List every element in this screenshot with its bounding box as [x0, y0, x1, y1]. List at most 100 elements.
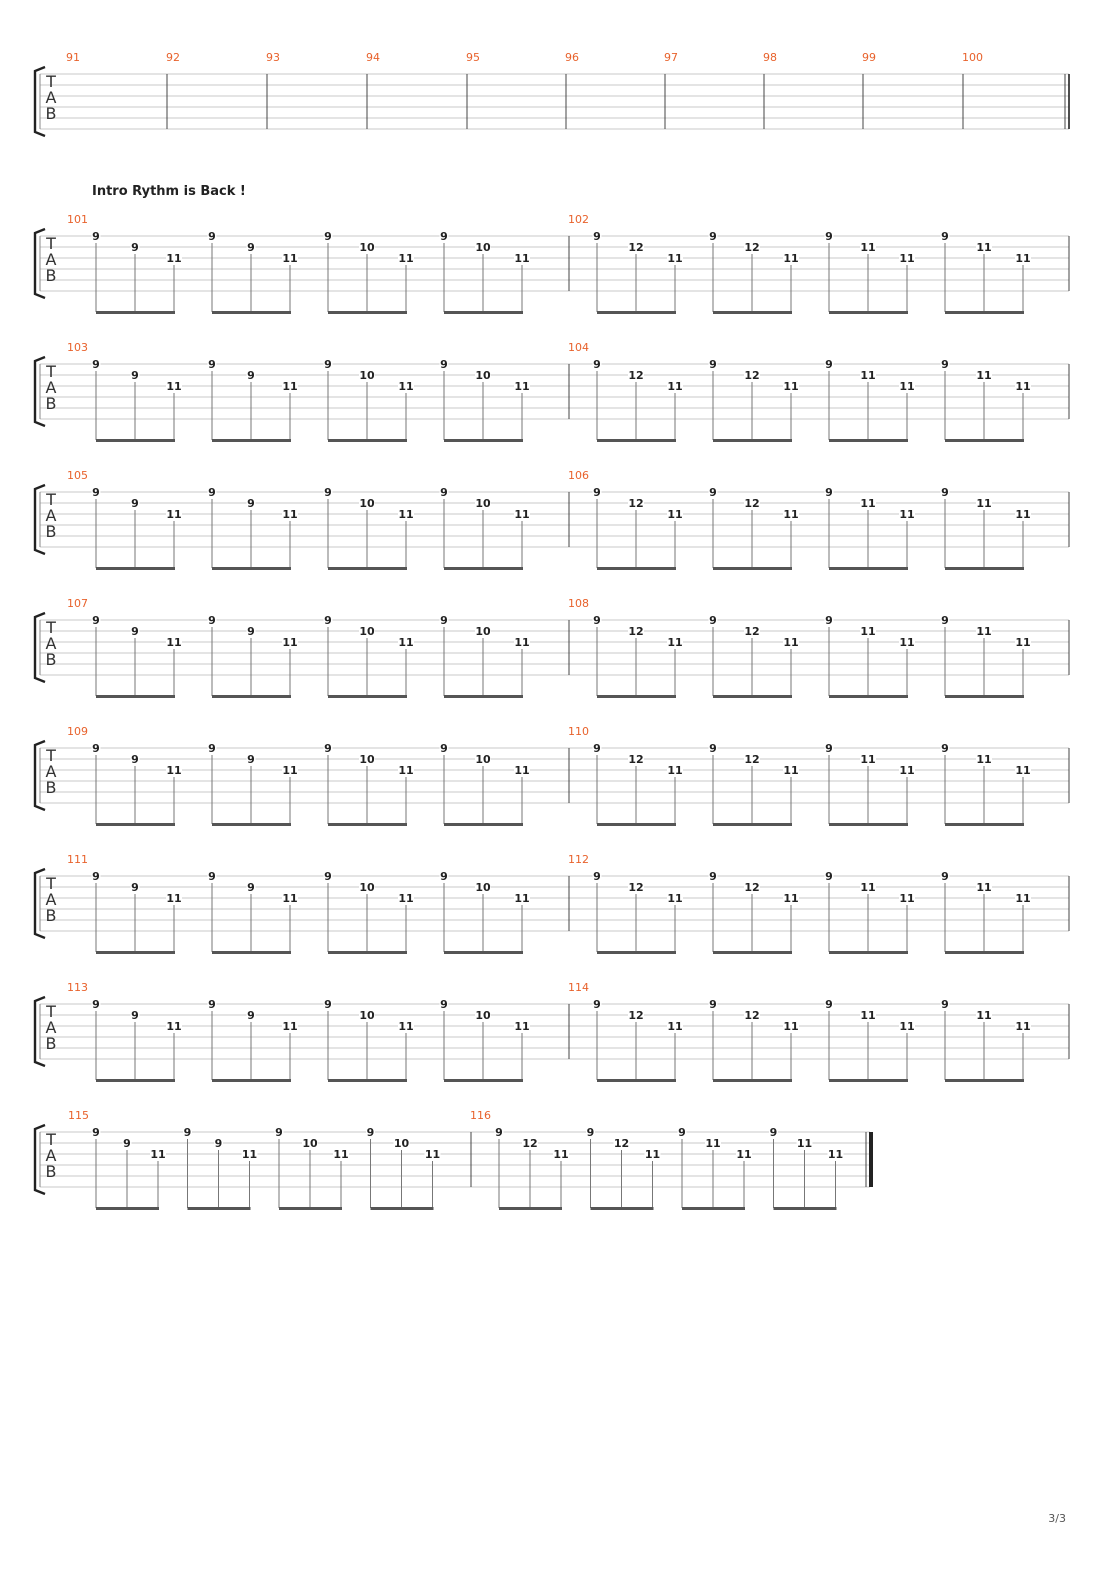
- fret-knockout: [494, 1126, 504, 1137]
- fret-knockout: [667, 764, 683, 775]
- measure-number: 98: [763, 51, 777, 64]
- fret-knockout: [398, 508, 414, 519]
- tab-clef-letter: T: [45, 72, 56, 91]
- fret-knockout: [246, 625, 256, 636]
- fret-number: 11: [667, 636, 682, 649]
- measure-number: 103: [67, 341, 88, 354]
- fret-number: 9: [324, 230, 332, 243]
- fret-knockout: [207, 870, 217, 881]
- fret-knockout: [475, 1009, 491, 1020]
- fret-knockout: [899, 636, 915, 647]
- fret-number: 9: [247, 625, 255, 638]
- fret-knockout: [1015, 636, 1031, 647]
- note-beam: [829, 311, 908, 314]
- measure-number: 111: [67, 853, 88, 866]
- note-beam: [773, 1207, 837, 1210]
- fret-number: 11: [166, 892, 181, 905]
- fret-number: 11: [398, 1020, 413, 1033]
- note-beam: [829, 567, 908, 570]
- fret-number: 11: [282, 892, 297, 905]
- measure-number: 116: [470, 1109, 491, 1122]
- measure-number: 91: [66, 51, 80, 64]
- fret-knockout: [207, 614, 217, 625]
- tab-clef-letter: T: [45, 874, 56, 893]
- fret-knockout: [628, 625, 644, 636]
- fret-knockout: [553, 1148, 569, 1159]
- note-beam: [328, 1079, 407, 1082]
- system-bracket: [33, 1123, 46, 1196]
- note-beam: [444, 823, 523, 826]
- fret-knockout: [91, 1126, 101, 1137]
- note-beam: [499, 1207, 562, 1210]
- fret-knockout: [246, 369, 256, 380]
- fret-number: 11: [976, 881, 991, 894]
- fret-number: 9: [709, 614, 717, 627]
- fret-knockout: [91, 998, 101, 1009]
- fret-number: 9: [440, 230, 448, 243]
- fret-number: 11: [398, 380, 413, 393]
- fret-number: 9: [440, 870, 448, 883]
- fret-knockout: [644, 1148, 661, 1159]
- fret-knockout: [744, 1009, 760, 1020]
- note-beam: [713, 695, 792, 698]
- fret-knockout: [359, 881, 375, 892]
- note-beam: [597, 823, 676, 826]
- note-beam: [945, 1079, 1024, 1082]
- fret-knockout: [708, 230, 718, 241]
- fret-knockout: [207, 358, 217, 369]
- system-bracket: [33, 995, 46, 1068]
- fret-number: 9: [208, 230, 216, 243]
- measure-number: 106: [568, 469, 589, 482]
- fret-number: 11: [1015, 1020, 1030, 1033]
- note-beam: [945, 311, 1024, 314]
- fret-number: 9: [92, 358, 100, 371]
- fret-number: 10: [475, 881, 491, 894]
- fret-knockout: [359, 1009, 375, 1020]
- tab-clef-letter: A: [46, 250, 57, 269]
- fret-number: 9: [709, 870, 717, 883]
- fret-number: 9: [825, 742, 833, 755]
- note-beam: [945, 439, 1024, 442]
- fret-number: 9: [495, 1126, 503, 1139]
- fret-number: 11: [514, 380, 529, 393]
- fret-number: 9: [825, 358, 833, 371]
- fret-number: 9: [825, 998, 833, 1011]
- fret-number: 9: [593, 614, 601, 627]
- note-beam: [597, 951, 676, 954]
- note-beam: [96, 951, 175, 954]
- fret-knockout: [667, 892, 683, 903]
- fret-knockout: [91, 230, 101, 241]
- fret-knockout: [976, 753, 992, 764]
- fret-number: 9: [709, 230, 717, 243]
- fret-number: 9: [678, 1126, 686, 1139]
- fret-number: 11: [797, 1137, 812, 1150]
- fret-knockout: [1015, 252, 1031, 263]
- fret-number: 9: [440, 998, 448, 1011]
- fret-number: 11: [860, 625, 875, 638]
- fret-number: 12: [744, 753, 759, 766]
- fret-number: 11: [282, 252, 297, 265]
- fret-number: 9: [825, 870, 833, 883]
- fret-number: 9: [92, 1126, 100, 1139]
- fret-number: 11: [1015, 508, 1030, 521]
- fret-number: 9: [92, 486, 100, 499]
- fret-knockout: [744, 625, 760, 636]
- fret-knockout: [899, 380, 915, 391]
- fret-number: 12: [628, 1009, 643, 1022]
- fret-knockout: [166, 508, 182, 519]
- tab-clef-letter: T: [45, 746, 56, 765]
- tab-clef-letter: T: [45, 234, 56, 253]
- fret-knockout: [91, 870, 101, 881]
- fret-knockout: [323, 870, 333, 881]
- fret-knockout: [667, 636, 683, 647]
- fret-knockout: [667, 508, 683, 519]
- fret-number: 11: [514, 1020, 529, 1033]
- fret-knockout: [744, 497, 760, 508]
- fret-number: 9: [208, 358, 216, 371]
- fret-knockout: [359, 497, 375, 508]
- fret-knockout: [282, 380, 298, 391]
- note-beam: [829, 439, 908, 442]
- fret-number: 9: [825, 230, 833, 243]
